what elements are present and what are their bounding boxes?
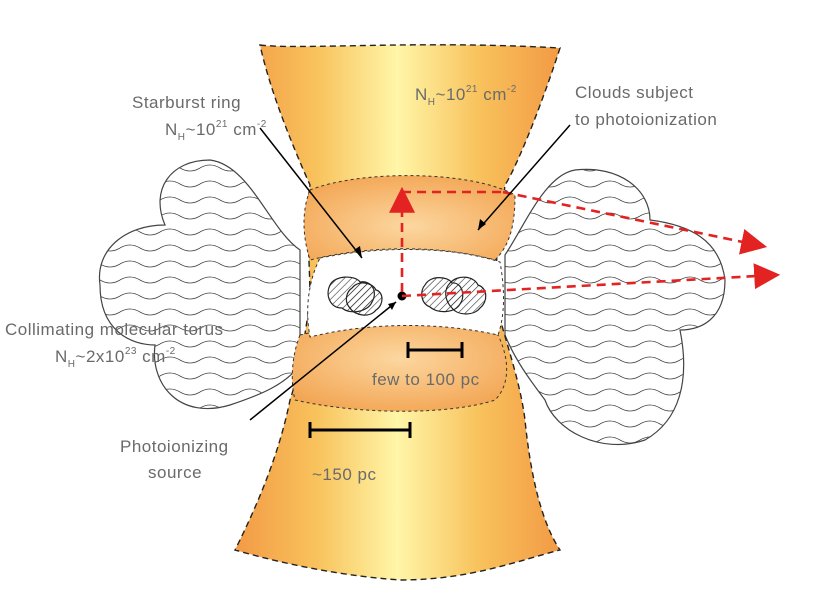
red-arrows xyxy=(389,186,781,298)
central-cavity xyxy=(307,248,505,338)
arrow-heads xyxy=(354,219,486,310)
clouds-label-line2: to photoionization xyxy=(575,110,717,129)
scale-large-label: ~150 pc xyxy=(312,465,376,484)
torus-label-line1: Collimating molecular torus xyxy=(5,320,224,339)
scale-small-label: few to 100 pc xyxy=(372,370,480,389)
starburst-ring-label: Starburst ring xyxy=(132,93,241,112)
starburst-density-label: NH~1021 cm-2 xyxy=(165,119,267,143)
scale-bar-small xyxy=(406,342,464,358)
torus-lower xyxy=(291,323,508,412)
leader-lines xyxy=(249,124,571,421)
torus-density-label: NH~2x1023 cm-2 xyxy=(55,346,176,370)
source-label-line1: Photoionizing xyxy=(120,437,229,456)
source-label-line2: source xyxy=(148,463,202,482)
torus-upper xyxy=(303,175,516,261)
photoionized-clouds xyxy=(421,276,487,315)
left-ionization-cone-wing xyxy=(98,159,301,410)
scale-bar-large xyxy=(308,422,412,438)
starburst-clouds xyxy=(327,276,383,316)
column-density-top-label: NH~1021 cm-2 xyxy=(415,84,517,108)
clouds-label-line1: Clouds subject xyxy=(575,83,694,102)
right-ionization-cone-wing xyxy=(504,168,726,445)
